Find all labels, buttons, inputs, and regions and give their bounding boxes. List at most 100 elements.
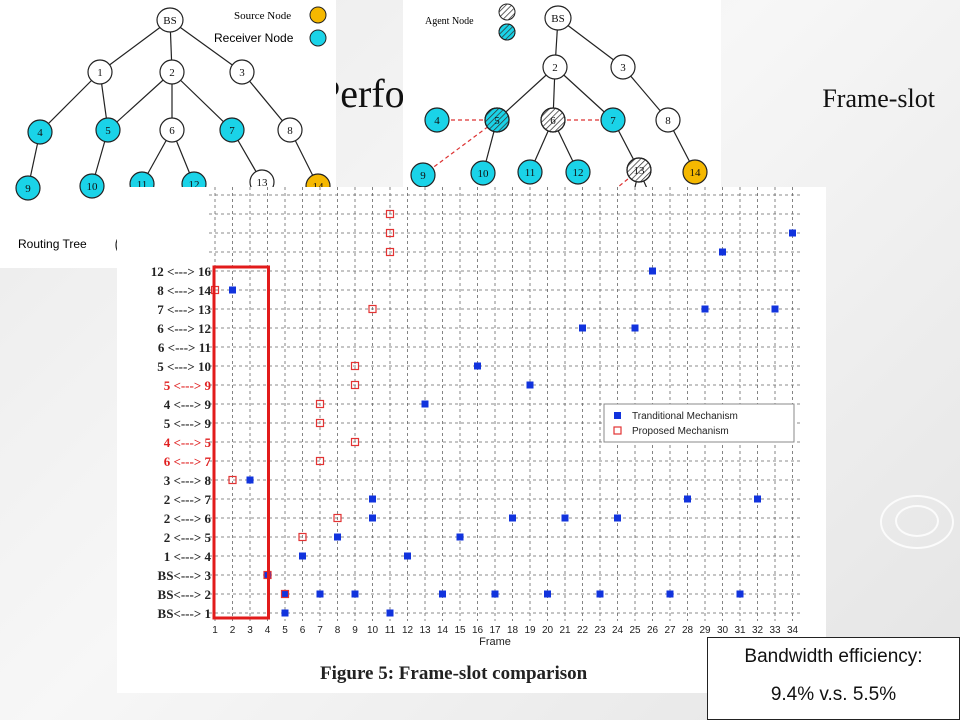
chart-legend bbox=[603, 403, 795, 443]
tree-node bbox=[565, 159, 591, 185]
x-tick-label: 23 bbox=[594, 625, 606, 636]
tree-node-label: 8 bbox=[665, 115, 671, 127]
tree-node-label: 4 bbox=[434, 115, 440, 127]
y-tick-label: 3 <---> 8 bbox=[164, 473, 212, 488]
tree-node bbox=[219, 117, 245, 143]
data-point-traditional bbox=[474, 362, 481, 370]
y-tick-label: 4 <---> 5 bbox=[164, 435, 212, 450]
tree-node bbox=[229, 59, 255, 85]
data-point-proposed bbox=[298, 532, 307, 542]
tree-node-label: 12 bbox=[573, 167, 584, 179]
tree-node bbox=[682, 159, 708, 185]
tree-node bbox=[87, 59, 113, 85]
y-tick-label: 6 <---> 11 bbox=[158, 340, 211, 355]
tree-node-label: 13 bbox=[634, 165, 646, 177]
x-tick-label: 19 bbox=[524, 625, 536, 636]
data-point-traditional bbox=[404, 552, 411, 560]
tree-node-label: 7 bbox=[610, 115, 616, 127]
y-tick-label: 5 <---> 9 bbox=[164, 416, 212, 431]
x-tick-label: 1 bbox=[212, 625, 218, 636]
data-point-proposed bbox=[315, 456, 325, 466]
tree-node-label: 11 bbox=[137, 179, 148, 191]
legend-agent-swatch bbox=[498, 3, 516, 21]
y-tick-label: 1 <---> 4 bbox=[164, 549, 212, 564]
y-tick-label: 12 <---> 16 bbox=[151, 264, 212, 279]
tree-node-label: 10 bbox=[478, 168, 490, 180]
data-point-traditional bbox=[369, 514, 376, 522]
tree-node-label: 1 bbox=[97, 67, 103, 79]
legend-swatch-traditional bbox=[614, 412, 621, 419]
tree-node bbox=[159, 117, 185, 143]
data-point-proposed bbox=[385, 228, 395, 238]
x-tick-label: 16 bbox=[472, 625, 484, 636]
legend-source-label: Source Node bbox=[234, 10, 291, 22]
tree-node bbox=[424, 107, 450, 133]
tree-node-label: 5 bbox=[494, 115, 500, 127]
data-point-traditional bbox=[281, 609, 289, 617]
y-tick-label: 4 <---> 9 bbox=[164, 397, 212, 412]
x-tick-label: 32 bbox=[752, 625, 764, 636]
x-tick-label: 15 bbox=[454, 625, 466, 636]
data-point-traditional bbox=[229, 286, 236, 294]
data-point-traditional bbox=[491, 590, 499, 598]
tree-node-label: 6 bbox=[550, 115, 556, 127]
tree-edge bbox=[99, 19, 171, 73]
data-point-traditional bbox=[421, 400, 429, 408]
data-point-traditional bbox=[736, 590, 744, 598]
data-point-traditional bbox=[596, 590, 604, 598]
x-tick-label: 5 bbox=[282, 625, 288, 636]
data-point-traditional bbox=[316, 590, 324, 598]
data-point-traditional bbox=[719, 248, 726, 256]
tree-edge bbox=[39, 71, 101, 133]
data-point-traditional bbox=[579, 324, 586, 332]
tree-edge bbox=[107, 71, 173, 131]
tree-edge bbox=[169, 19, 243, 73]
tree-edge bbox=[496, 66, 556, 121]
x-tick-label: 27 bbox=[664, 625, 676, 636]
y-tick-label: 5 <---> 10 bbox=[157, 359, 211, 374]
x-tick-label: 9 bbox=[352, 625, 358, 636]
efficiency-box: Bandwidth efficiency: 9.4% v.s. 5.5% bbox=[707, 637, 960, 720]
x-tick-label: 4 bbox=[265, 625, 271, 636]
tree-node-label: 5 bbox=[105, 125, 111, 137]
y-tick-label: 2 <---> 7 bbox=[164, 492, 212, 507]
tree-node-label: 8 bbox=[287, 125, 293, 137]
data-point-proposed bbox=[350, 361, 360, 371]
data-point-traditional bbox=[631, 324, 639, 332]
data-point-traditional bbox=[246, 476, 254, 484]
data-point-proposed bbox=[368, 304, 377, 314]
data-point-traditional bbox=[386, 609, 394, 617]
highlight-box bbox=[212, 265, 270, 620]
y-tick-label: 2 <---> 5 bbox=[164, 530, 212, 545]
tree-node-label: 13 bbox=[257, 177, 269, 189]
efficiency-label: Bandwidth efficiency: bbox=[744, 646, 923, 667]
data-point-proposed bbox=[385, 247, 395, 257]
tree-edge bbox=[554, 66, 614, 121]
x-tick-label: 2 bbox=[230, 625, 236, 636]
x-tick-label: 7 bbox=[317, 625, 323, 636]
ripple-decoration bbox=[895, 505, 939, 537]
data-point-proposed bbox=[228, 475, 237, 485]
tree-node bbox=[655, 107, 681, 133]
tree-node bbox=[600, 107, 626, 133]
tree-node bbox=[544, 5, 572, 31]
y-tick-label: 5 <---> 9 bbox=[164, 378, 212, 393]
x-tick-label: 6 bbox=[300, 625, 306, 636]
y-tick-label: BS<---> 1 bbox=[158, 606, 211, 621]
legend-swatch-proposed bbox=[613, 426, 622, 435]
data-point-traditional bbox=[614, 514, 621, 522]
agent-node-hatch bbox=[484, 107, 510, 133]
agent-node-hatch bbox=[540, 107, 566, 133]
data-point-traditional bbox=[509, 514, 516, 522]
y-tick-label: BS<---> 2 bbox=[158, 587, 211, 602]
tree-node-label: 14 bbox=[690, 167, 702, 179]
tree-node bbox=[156, 7, 184, 33]
x-tick-label: 13 bbox=[419, 625, 431, 636]
data-point-traditional bbox=[439, 590, 446, 598]
y-tick-label: 7 <---> 13 bbox=[157, 302, 211, 317]
legend-label: Tranditional Mechanism bbox=[632, 411, 738, 422]
data-point-traditional bbox=[281, 590, 289, 598]
tree-node bbox=[517, 159, 543, 185]
data-point-traditional bbox=[544, 590, 551, 598]
